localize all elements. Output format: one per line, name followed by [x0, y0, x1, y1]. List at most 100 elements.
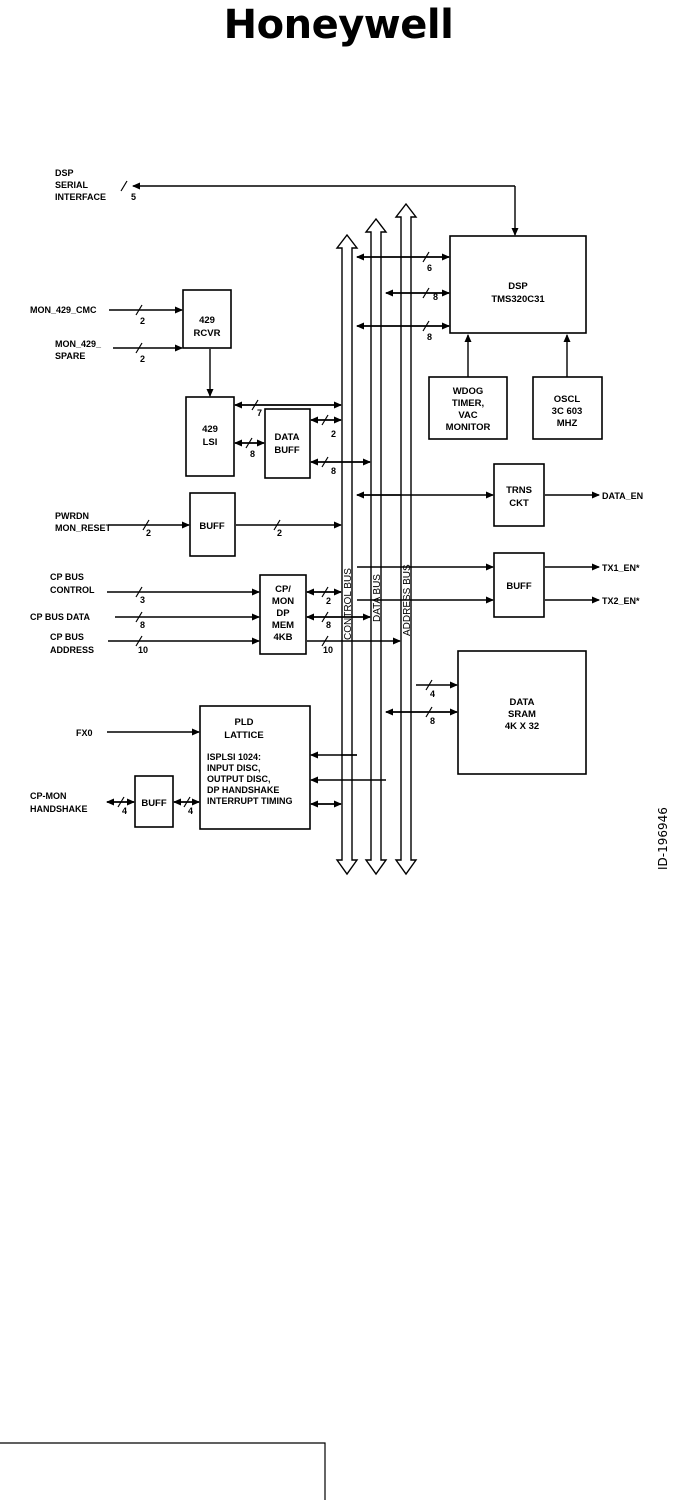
width-cp-addr-in: 10	[138, 645, 148, 655]
wdog-label-1: WDOG	[453, 386, 484, 397]
dsp-block	[449, 235, 587, 334]
lsi-label-2: LSI	[203, 437, 218, 448]
data-buff-label-1: DATA	[275, 432, 300, 443]
tx2-label: TX2_EN*	[602, 596, 640, 606]
cp-mon-label-2: HANDSHAKE	[30, 804, 88, 814]
cpmem-block	[259, 574, 307, 655]
bus-width-ticks	[117, 180, 433, 808]
trns-label-1: TRNS	[506, 485, 532, 496]
width-lsi-buff: 8	[250, 449, 255, 459]
cp-address-label-1: CP BUS	[50, 632, 84, 642]
width-buff-data: 8	[331, 466, 336, 476]
mon-spare-label-2: SPARE	[55, 351, 85, 361]
width-pwrdn-out: 2	[277, 528, 282, 538]
pwrdn-label-2: MON_RESET	[55, 523, 112, 533]
buff-cp-block	[134, 775, 174, 828]
data-en-label: DATA_EN	[602, 491, 643, 501]
footer-frame	[0, 1442, 326, 1500]
width-cp-data-out: 8	[326, 620, 331, 630]
width-sram-data: 8	[430, 716, 435, 726]
rcvr-block	[182, 289, 232, 349]
dsp-serial-label-3: INTERFACE	[55, 192, 106, 202]
signal-labels: DSP SERIAL INTERFACE MON_429_CMC MON_429…	[30, 168, 643, 814]
pld-label-2: LATTICE	[224, 730, 263, 741]
cpmem-label-1: CP/	[275, 584, 291, 595]
buff-cp-label: BUFF	[141, 798, 167, 809]
wdog-label-3: VAC	[458, 410, 477, 421]
connections	[106, 182, 600, 808]
width-serial: 5	[131, 192, 136, 202]
dsp-serial-label-2: SERIAL	[55, 180, 89, 190]
buff-tx-block	[493, 552, 545, 618]
sram-label-1: DATA	[510, 697, 535, 708]
cpmem-label-2: MON	[272, 596, 294, 607]
lsi-block	[185, 396, 235, 477]
figure-id: ID-196946	[656, 807, 670, 870]
width-pwrdn-in: 2	[146, 528, 151, 538]
dsp-label-1: DSP	[508, 281, 528, 292]
sram-label-3: 4K X 32	[505, 721, 539, 732]
blocks	[134, 235, 603, 830]
data-bus-label: DATA BUS	[372, 574, 383, 622]
dsp-serial-label-1: DSP	[55, 168, 74, 178]
width-dsp-2: 8	[433, 292, 438, 302]
trns-label-2: CKT	[509, 498, 529, 509]
wdog-label-2: TIMER,	[452, 398, 484, 409]
cp-data-label: CP BUS DATA	[30, 612, 91, 622]
address-bus-arrow	[394, 202, 418, 876]
mon-cmc-label: MON_429_CMC	[30, 305, 97, 315]
pld-label-1: PLD	[235, 717, 254, 728]
width-sram-addr: 4	[430, 689, 435, 699]
data-buff-block	[264, 408, 311, 479]
pld-desc-1: ISPLSI 1024:	[207, 752, 261, 762]
pwrdn-label-1: PWRDN	[55, 511, 89, 521]
cp-control-label-2: CONTROL	[50, 585, 95, 595]
pld-desc-2: INPUT DISC,	[207, 763, 261, 773]
control-bus-label: CONTROL BUS	[343, 568, 354, 640]
oscl-label-1: OSCL	[554, 394, 581, 405]
rcvr-label-1: 429	[199, 315, 215, 326]
cpmem-label-3: DP	[276, 608, 290, 619]
dsp-label-2: TMS320C31	[491, 294, 545, 305]
lsi-label-1: 429	[202, 424, 218, 435]
rcvr-label-2: RCVR	[194, 328, 221, 339]
cpmem-label-5: 4KB	[273, 632, 292, 643]
pld-desc-4: DP HANDSHAKE	[207, 785, 279, 795]
pld-desc-5: INTERRUPT TIMING	[207, 796, 293, 806]
oscl-label-3: MHZ	[557, 418, 578, 429]
sram-label-2: SRAM	[508, 709, 536, 720]
pld-description: ISPLSI 1024: INPUT DISC, OUTPUT DISC, DP…	[207, 752, 293, 806]
width-buff-ctrl: 2	[331, 429, 336, 439]
width-cp-ctrl-out: 2	[326, 596, 331, 606]
tx1-label: TX1_EN*	[602, 563, 640, 573]
buff-tx-label: BUFF	[506, 581, 532, 592]
honeywell-logo: Honeywell	[223, 2, 454, 48]
width-cp-addr-out: 10	[323, 645, 333, 655]
cp-mon-label-1: CP-MON	[30, 791, 67, 801]
width-cp-hs-2: 4	[188, 806, 193, 816]
width-cp-ctrl-in: 3	[140, 595, 145, 605]
sram-block	[457, 650, 587, 775]
width-cp-data-in: 8	[140, 620, 145, 630]
pld-block	[199, 705, 311, 830]
trns-block	[493, 463, 545, 527]
wdog-label-4: MONITOR	[446, 422, 491, 433]
system-buses	[335, 202, 418, 876]
cp-address-label-2: ADDRESS	[50, 645, 94, 655]
wdog-block	[428, 376, 508, 440]
fx0-label: FX0	[76, 728, 93, 738]
data-buff-label-2: BUFF	[274, 445, 300, 456]
cp-control-label-1: CP BUS	[50, 572, 84, 582]
buff-pwr-label: BUFF	[199, 521, 225, 532]
width-dsp-3: 8	[427, 332, 432, 342]
pld-desc-3: OUTPUT DISC,	[207, 774, 271, 784]
width-dsp-1: 6	[427, 263, 432, 273]
data-bus-arrow	[364, 217, 388, 876]
width-mon-cmc: 2	[140, 316, 145, 326]
cpmem-label-4: MEM	[272, 620, 294, 631]
width-cp-hs-1: 4	[122, 806, 127, 816]
bus-width-labels: 5 2 2 6 8 8 7 8 2 8 2 2 3 8 10 2 8 10 4 …	[122, 192, 438, 816]
buff-pwr-block	[189, 492, 236, 557]
control-bus-arrow	[335, 233, 359, 876]
